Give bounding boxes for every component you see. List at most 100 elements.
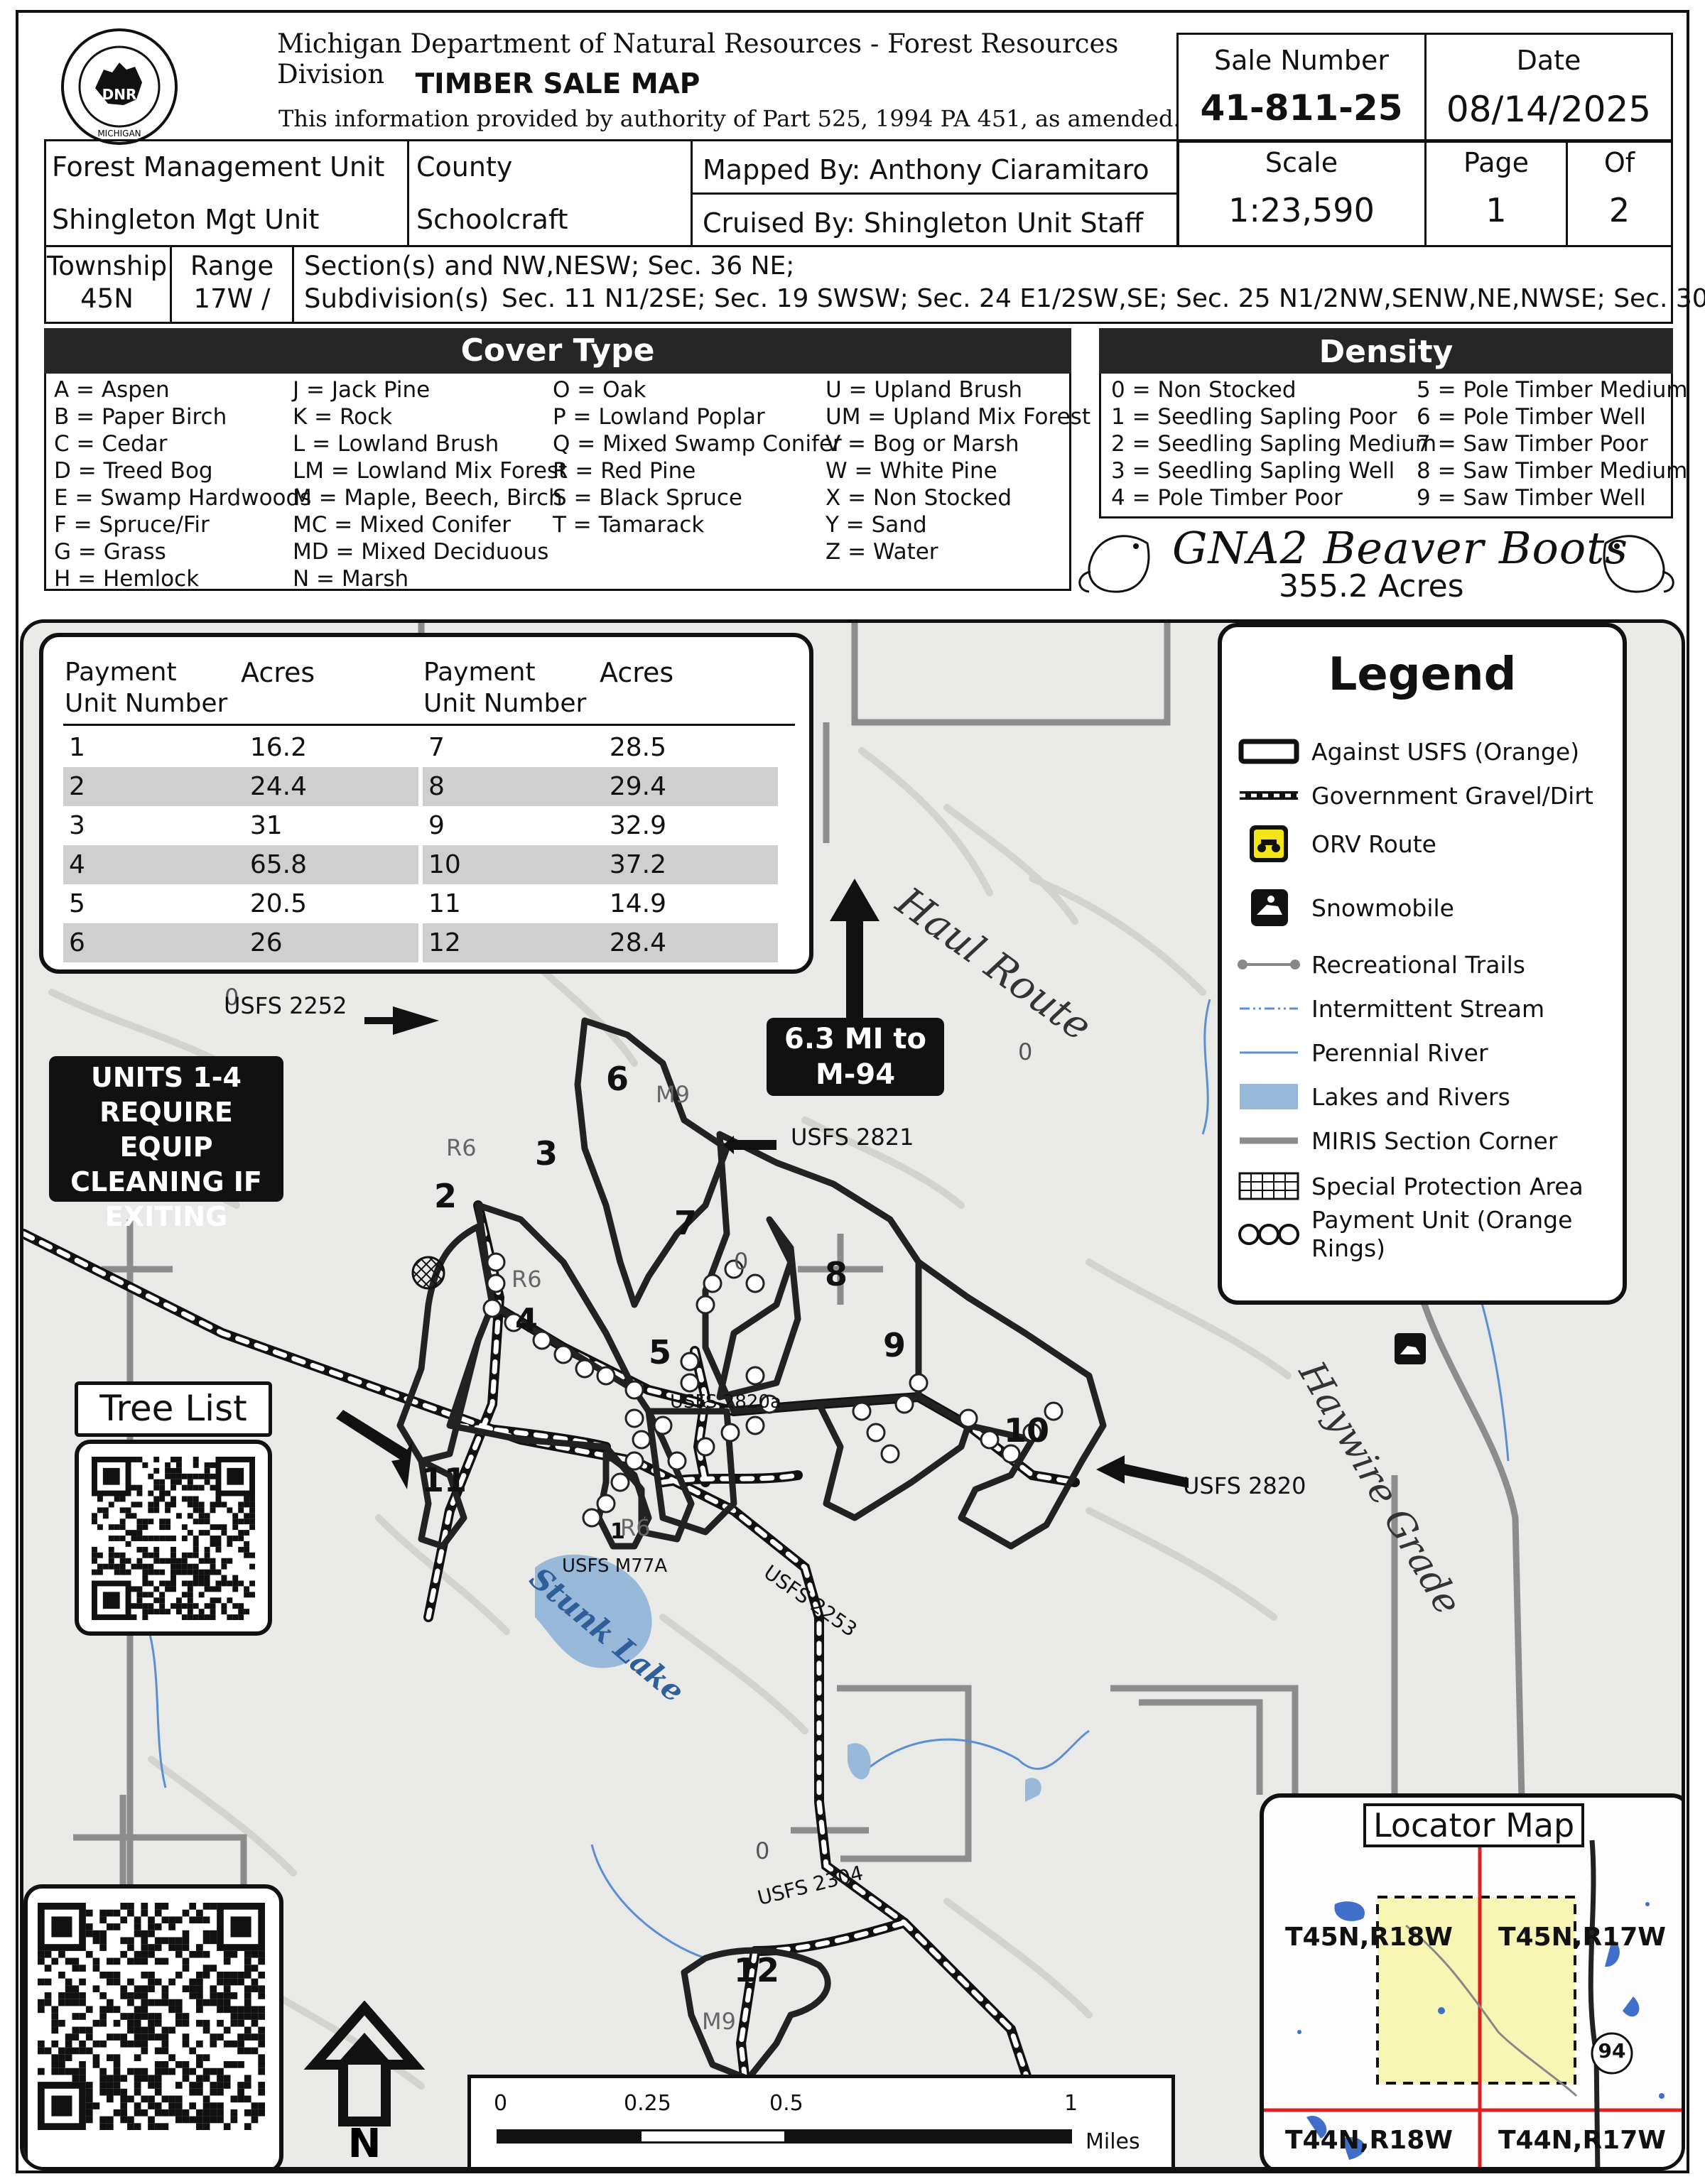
cover-type-code: Y = Sand	[826, 512, 927, 538]
sale-number: 41-811-25	[1200, 87, 1403, 129]
mapped-by-cell: Mapped By: Anthony Ciaramitaro	[691, 139, 1179, 195]
legend-item-label: Government Gravel/Dirt	[1311, 781, 1593, 810]
page-label: Page	[1463, 147, 1529, 178]
locator-map[interactable]: Locator Map T45N,R18W T45N,R17W T44N,R18…	[1260, 1793, 1682, 2167]
township-cell: Township 45N	[44, 245, 172, 324]
scale-tick-025: 0.25	[624, 2091, 671, 2116]
map-title: TIMBER SALE MAP	[415, 68, 700, 100]
unit-label-5: 5	[649, 1333, 672, 1371]
acres-cell: 29.4	[603, 767, 778, 806]
streams	[136, 999, 1510, 1960]
road-label-usfs-m77a: USFS M77A	[562, 1555, 668, 1577]
legend-item: Special Protection Area	[1233, 1168, 1584, 1204]
beaver-right-icon	[1603, 535, 1674, 593]
of-value: 2	[1608, 191, 1630, 229]
sale-acres: 355.2 Acres	[1279, 568, 1464, 604]
unit-label-1: 1	[610, 1519, 625, 1544]
scale-value: 1:23,590	[1228, 191, 1375, 229]
cover-type-code: H = Hemlock	[54, 566, 200, 592]
density-title: Density	[1099, 328, 1673, 374]
legend-item: ORV Route	[1233, 825, 1436, 862]
unit-number-cell: 6	[63, 923, 244, 962]
map-area[interactable]: 3 2 4 5 6 7 8 9 10 11 12 1 R6 R6 R6 M9 M…	[20, 619, 1685, 2171]
intermittent-stream-icon	[1233, 993, 1304, 1024]
acres-cell: 28.5	[609, 733, 667, 762]
map-arrows	[336, 879, 1189, 1489]
unit-number-cell: 10	[423, 845, 604, 884]
sections-line-2: Sec. 11 N1/2SE; Sec. 19 SWSW; Sec. 24 E1…	[502, 284, 1705, 313]
cover-type-code: O = Oak	[553, 377, 646, 403]
legend-item: Lakes and Rivers	[1233, 1079, 1510, 1114]
acres-cell: 24.4	[244, 767, 418, 806]
unit-column-header-left: Payment Unit Number	[65, 658, 228, 718]
density-code: 4 = Pole Timber Poor	[1111, 485, 1343, 511]
map-frame	[16, 10, 1689, 2173]
unit-number-cell: 7	[428, 733, 445, 762]
orv-route-icon	[1233, 822, 1304, 865]
equipment-cleaning-callout: UNITS 1-4 REQUIRE EQUIP CLEANING IF EXIT…	[49, 1056, 283, 1232]
cover-type-code: D = Treed Bog	[54, 458, 213, 484]
tree-list-qr-code[interactable]	[75, 1440, 272, 1636]
section-corner-icon	[1233, 1125, 1304, 1156]
sections-label-1: Section(s) and	[304, 251, 494, 281]
gravel-road-icon	[1233, 780, 1304, 811]
cover-code-r6: R6	[446, 1134, 477, 1161]
cover-type-code: G = Grass	[54, 539, 166, 565]
density-zero: 0	[1018, 1038, 1033, 1065]
density-code: 3 = Seedling Sapling Well	[1111, 458, 1395, 484]
range-value: 17W /	[193, 283, 271, 314]
locator-cell-t44n-r17w: T44N,R17W	[1498, 2126, 1666, 2155]
legend-title: Legend	[1328, 648, 1517, 701]
legend-item: Payment Unit (Orange Rings)	[1233, 1206, 1596, 1262]
scale-bar-graphic	[497, 2129, 1072, 2144]
cover-type-code: F = Spruce/Fir	[54, 512, 210, 538]
unit-label-12: 12	[734, 1951, 780, 1989]
cover-code-r6: R6	[620, 1514, 651, 1541]
township-value: 45N	[80, 283, 134, 314]
cruised-by-cell: Cruised By: Shingleton Unit Staff	[691, 192, 1179, 247]
tree-list-label: Tree List	[75, 1381, 272, 1437]
fmu-label: Forest Management Unit	[52, 151, 385, 183]
cover-type-code: R = Red Pine	[553, 458, 696, 484]
of-cell: Of 2	[1566, 139, 1673, 247]
corner-qr-code[interactable]	[23, 1884, 283, 2167]
acres-cell: 37.2	[603, 845, 778, 884]
legend-item-label: MIRIS Section Corner	[1311, 1126, 1558, 1155]
cover-type-code: LM = Lowland Mix Forest	[293, 458, 568, 484]
acres-cell: 65.8	[244, 845, 418, 884]
payment-unit-table: Payment Unit Number Acres Payment Unit N…	[39, 633, 813, 974]
cover-type-code: X = Non Stocked	[826, 485, 1012, 511]
legend-item: Intermittent Stream	[1233, 991, 1544, 1026]
unit-label-2: 2	[434, 1177, 458, 1215]
qr-code-pattern	[38, 1903, 265, 2131]
cover-type-code: K = Rock	[293, 404, 393, 430]
unit-number-cell: 4	[63, 845, 244, 884]
density-zero: 0	[224, 984, 239, 1011]
mapped-by-value: Anthony Ciaramitaro	[869, 154, 1149, 185]
cruised-by-value: Shingleton Unit Staff	[863, 207, 1144, 239]
date-label: Date	[1516, 45, 1581, 76]
cover-type-code: S = Black Spruce	[553, 485, 742, 511]
fmu-cell: Forest Management Unit Shingleton Mgt Un…	[44, 139, 409, 247]
legend-panel: Legend Against USFS (Orange)Government G…	[1218, 623, 1627, 1305]
cover-code-m9: M9	[702, 2008, 736, 2035]
density-code: 8 = Saw Timber Medium	[1417, 458, 1688, 484]
density-code: 2 = Seedling Sapling Medium	[1111, 431, 1437, 457]
acres-column-header-left: Acres	[241, 657, 315, 688]
legend-item: Government Gravel/Dirt	[1233, 778, 1593, 813]
svg-text:MICHIGAN: MICHIGAN	[97, 129, 141, 138]
cover-type-code: V = Bog or Marsh	[826, 431, 1019, 457]
unit-number-cell: 3	[69, 811, 85, 840]
locator-canvas	[1264, 1840, 1682, 2167]
stunk-lake	[535, 1554, 652, 1668]
cover-type-code: T = Tamarack	[553, 512, 705, 538]
beaver-left-icon	[1078, 535, 1150, 593]
payment-unit-rings	[482, 1252, 1063, 1528]
